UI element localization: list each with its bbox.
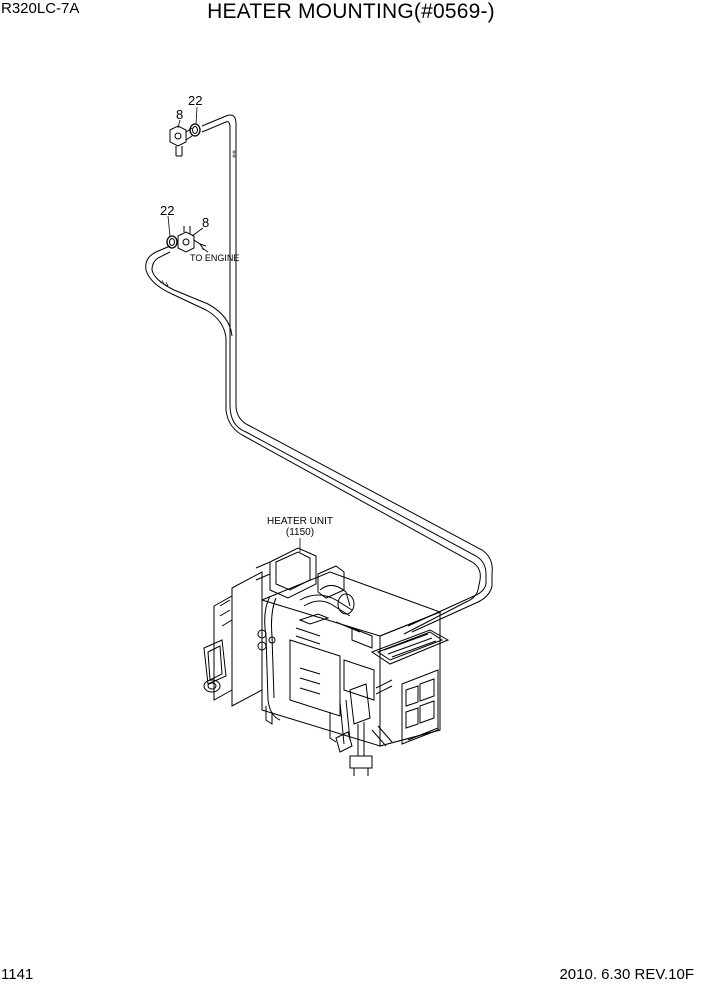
callout-upper-cock: 8 — [176, 107, 183, 122]
leader-upper-8 — [177, 119, 181, 129]
lower-hose-clamp — [166, 235, 178, 249]
leader-upper-22 — [195, 106, 198, 125]
heater-unit — [203, 547, 450, 776]
page-title: HEATER MOUNTING(#0569-) — [207, 0, 495, 23]
heater-hose — [145, 114, 493, 635]
upper-heater-cock — [169, 125, 193, 157]
callout-heater-unit: HEATER UNIT — [267, 516, 333, 527]
callout-heater-unit-code: (1150) — [286, 527, 314, 538]
upper-hose-clamp — [189, 123, 201, 137]
callout-to-engine: TO ENGINE — [190, 253, 239, 263]
callout-upper-clamp: 22 — [188, 93, 202, 108]
callout-lower-cock: 8 — [202, 215, 209, 230]
page-number: 1141 — [1, 966, 34, 983]
leader-lower-22 — [167, 215, 171, 237]
revision-date: 2010. 6.30 REV.10F — [559, 966, 694, 983]
model-code: R320LC-7A — [1, 0, 80, 17]
callout-lower-clamp: 22 — [160, 203, 174, 218]
leader-lower-8 — [191, 227, 204, 237]
leader-to-engine — [201, 247, 209, 253]
lower-heater-cock — [177, 226, 207, 253]
